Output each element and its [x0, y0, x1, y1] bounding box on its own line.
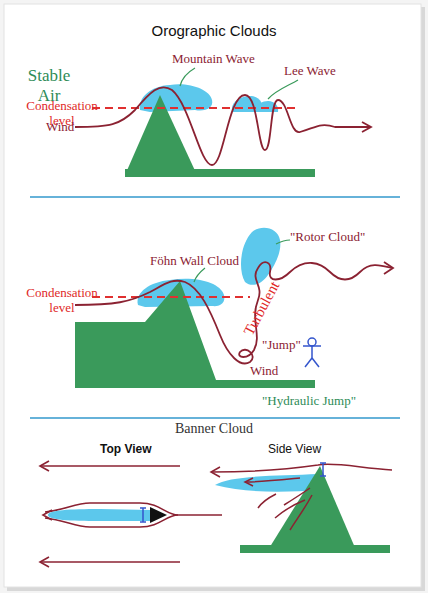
leader-line: [180, 68, 195, 86]
cloud-label: "Rotor Cloud": [290, 230, 365, 245]
panel-heading: Banner Cloud: [14, 421, 414, 437]
banner-cloud: [48, 509, 150, 521]
condensation-line: [92, 107, 295, 109]
position-marker: [320, 463, 326, 476]
jump-label: "Jump": [262, 338, 301, 353]
panel-divider: [30, 196, 400, 198]
view-heading: Top View: [100, 443, 152, 457]
panel-divider: [30, 417, 400, 419]
wind-streamline: [75, 87, 370, 165]
side-view-streamlines: [211, 464, 392, 530]
wind-label: Wind: [250, 364, 278, 379]
mountain-plateau: [75, 281, 315, 388]
top-view-streamlines: [40, 461, 222, 567]
leader-line: [268, 80, 298, 99]
rotor-cloud: [241, 228, 280, 285]
card: [4, 4, 421, 587]
cloud-label: Föhn Wall Cloud: [150, 254, 239, 269]
ground: [125, 169, 315, 177]
wind-label: Wind: [46, 120, 74, 135]
banner-cloud: [215, 474, 320, 492]
cloud-label: Lee Wave: [284, 64, 336, 79]
arrow-head: [362, 122, 371, 132]
condensation-line: [92, 296, 250, 298]
person-figure: [303, 338, 321, 367]
arrow-head: [384, 262, 393, 274]
position-marker: [140, 508, 146, 522]
diagram-title: Orographic Clouds: [14, 22, 414, 39]
cloud-label: Mountain Wave: [172, 52, 255, 67]
view-heading: Side View: [268, 443, 321, 457]
leader-line: [276, 240, 290, 244]
mountain: [268, 466, 356, 550]
level-label: Condensation level: [22, 286, 102, 316]
leader-line: [194, 268, 205, 282]
wind-streamline: [75, 262, 392, 363]
mountain-top-view: [150, 507, 167, 523]
phenomenon-label: "Hydraulic Jump": [262, 394, 356, 409]
